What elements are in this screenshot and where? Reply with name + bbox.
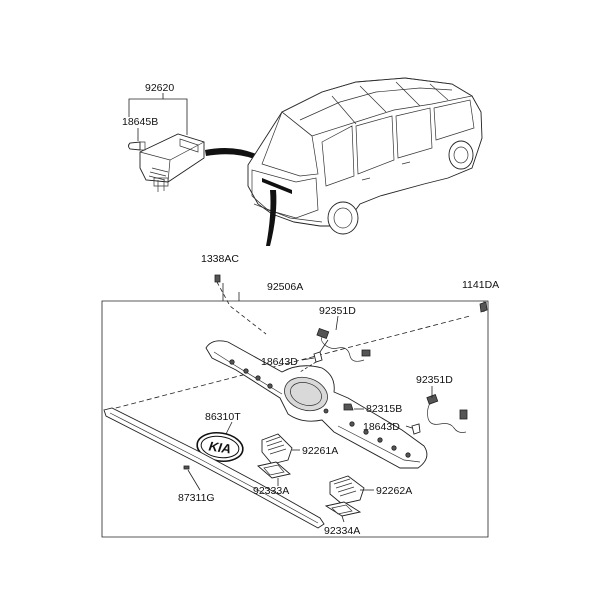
license-lamp-assembly xyxy=(128,93,268,192)
lens-left-icon xyxy=(257,461,291,479)
label-86310T: 86310T xyxy=(205,411,241,423)
kia-emblem-icon: KIA xyxy=(196,431,244,463)
grommet-icon xyxy=(343,403,354,411)
garnish-strip-icon xyxy=(103,407,325,529)
clip-icon xyxy=(479,301,488,313)
label-87311G: 87311G xyxy=(178,492,215,504)
label-18643D-lower: 18643D xyxy=(363,421,400,433)
leader-lines xyxy=(187,315,433,523)
label-1338AC: 1338AC xyxy=(201,253,239,265)
callout-labels: 92620 18645B 1338AC 92506A 1141DA 92351D… xyxy=(122,82,499,537)
lens-right-icon xyxy=(324,501,362,517)
label-92334A: 92334A xyxy=(324,525,360,537)
tailgate-garnish-assembly xyxy=(205,340,428,469)
label-92333A: 92333A xyxy=(253,485,289,497)
socket-wire-upper-icon xyxy=(299,327,371,373)
label-1141DA: 1141DA xyxy=(462,279,499,291)
emblem-text: KIA xyxy=(208,439,232,457)
label-18645B: 18645B xyxy=(122,116,158,128)
socket-wire-lower-icon xyxy=(411,394,468,435)
vehicle-illustration xyxy=(247,77,483,246)
label-92261A: 92261A xyxy=(302,445,338,457)
label-92620: 92620 xyxy=(145,82,174,94)
label-18643D-upper: 18643D xyxy=(261,356,298,368)
plate-lamp-left-icon xyxy=(261,433,293,465)
label-92351D-lower: 92351D xyxy=(416,374,453,386)
label-92351D-upper: 92351D xyxy=(319,305,356,317)
screw-icon xyxy=(214,274,267,335)
label-92506A: 92506A xyxy=(267,281,303,293)
plate-lamp-right-icon xyxy=(329,475,365,505)
bulb-icon xyxy=(128,128,146,151)
label-92262A: 92262A xyxy=(376,485,412,497)
label-82315B: 82315B xyxy=(366,403,402,415)
